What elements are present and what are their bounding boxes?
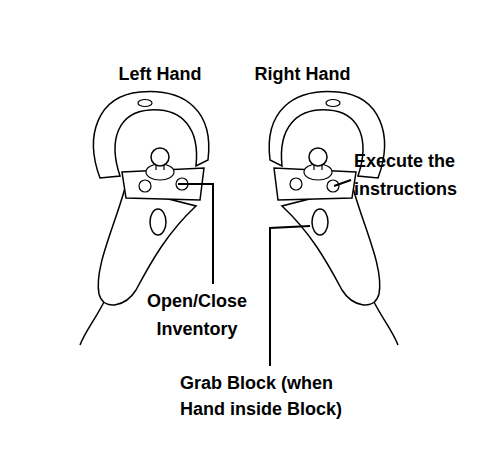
leader-line (334, 180, 351, 186)
callout-label: Right Hand (240, 62, 365, 86)
right-controller (269, 92, 398, 345)
callout-label: Left Hand (100, 62, 220, 86)
leader-line (270, 226, 310, 366)
callout-label: Grab Block (when Hand inside Block) (180, 370, 370, 422)
leader-line (178, 184, 213, 284)
callout-label: Execute the instructions (354, 147, 476, 203)
callout-label: Open/Close Inventory (132, 287, 262, 343)
